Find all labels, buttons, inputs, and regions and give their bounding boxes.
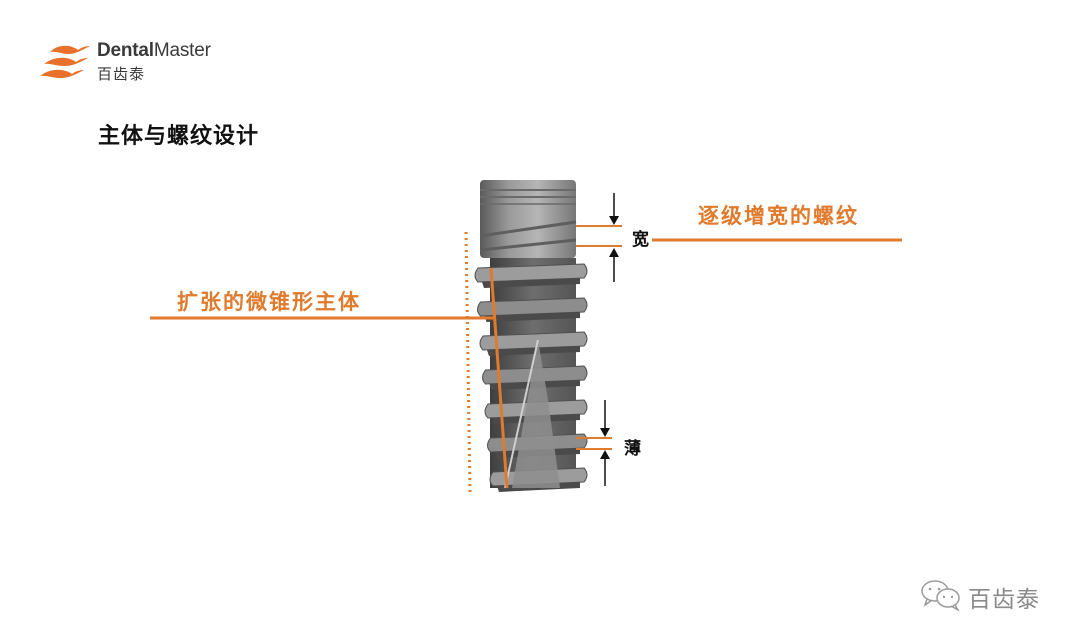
- wechat-watermark: 百齿泰: [920, 577, 1060, 613]
- thread-ring: [477, 297, 588, 317]
- implant-cutting-flute: [512, 340, 560, 488]
- body-design-label: 扩张的微锥形主体: [177, 290, 361, 314]
- wide-thread-marker: [576, 193, 622, 282]
- arrow-up-icon: [609, 248, 619, 257]
- brand-name-regular: Master: [153, 40, 211, 61]
- thread-ring: [474, 263, 588, 283]
- brand-logo: DentalMaster 百齿泰: [40, 38, 230, 88]
- thread-shadow: [484, 312, 580, 322]
- arrow-down-icon: [609, 216, 619, 225]
- arrow-down-icon: [600, 428, 610, 437]
- brand-name-cn: 百齿泰: [97, 65, 146, 83]
- watermark-text: 百齿泰: [968, 587, 1040, 613]
- thread-shadow: [487, 346, 580, 356]
- thread-design-label: 逐级增宽的螺纹: [698, 204, 859, 228]
- arrow-up-icon: [600, 450, 610, 459]
- thread-ring: [479, 331, 588, 351]
- slide-title: 主体与螺纹设计: [98, 124, 260, 149]
- thin-thread-marker: [576, 400, 612, 486]
- wechat-icon: [921, 580, 960, 611]
- wave-stripes-icon: [40, 45, 90, 78]
- dotted-reference-line: [464, 231, 472, 493]
- thin-label: 薄: [624, 439, 641, 459]
- implant-collar: [479, 180, 577, 258]
- brand-name-bold: Dental: [97, 40, 154, 61]
- taper-line: [489, 267, 509, 489]
- wide-label: 宽: [632, 230, 649, 250]
- brand-name-en: DentalMaster: [97, 40, 211, 62]
- thread-shadow: [482, 278, 580, 288]
